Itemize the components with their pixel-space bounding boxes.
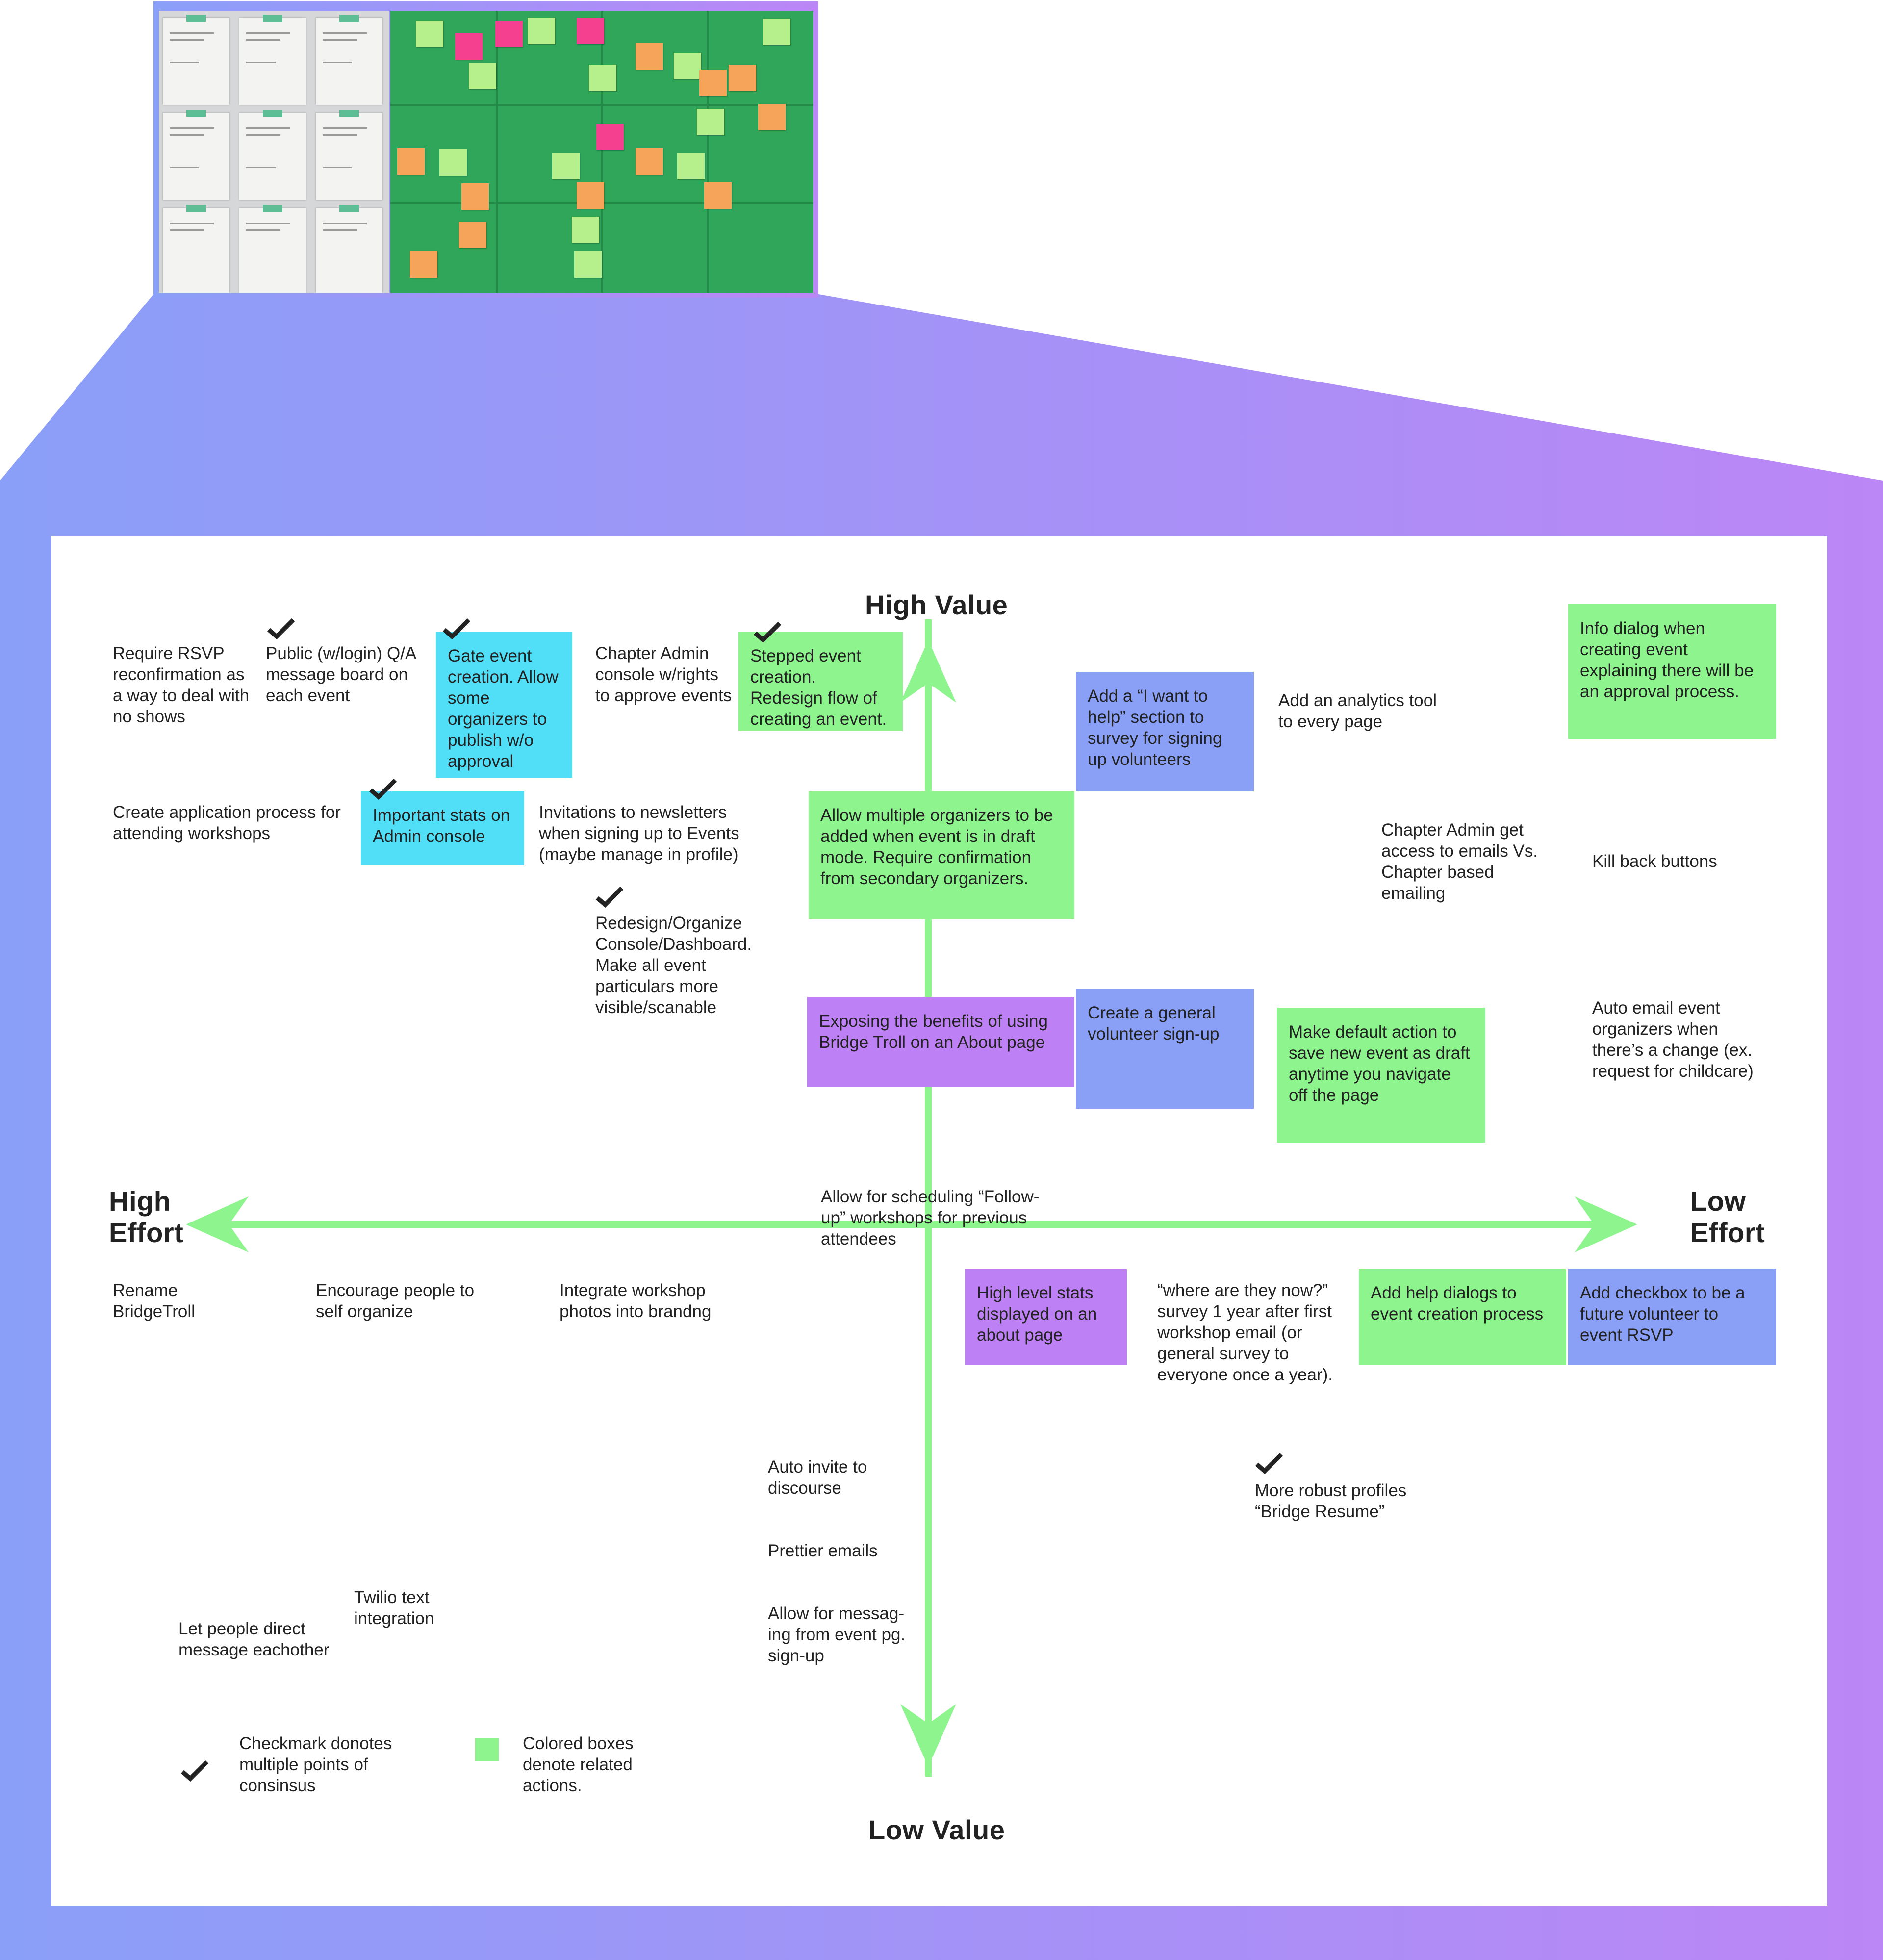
paper-sheet — [239, 15, 306, 105]
horizontal-axis-line — [203, 1221, 1620, 1228]
legend-checkmark-text: Checkmark donotes multiple points of con… — [239, 1734, 392, 1795]
note-auto-email-organizers: Auto email event organizers when there’s… — [1592, 998, 1754, 1081]
sticky-note — [410, 251, 437, 278]
sticky-note — [636, 148, 663, 175]
axis-label-high-effort: High Effort — [109, 1186, 184, 1248]
note-exposing-benefits: Exposing the benefits of using Bridge Tr… — [807, 997, 1074, 1087]
note-direct-message: Let people direct message eachother — [178, 1619, 330, 1659]
sticky-note — [397, 148, 425, 175]
note-follow-up-workshops: Allow for scheduling “Follow-up” worksho… — [821, 1187, 1040, 1248]
sticky-note — [758, 104, 786, 130]
sticky-note — [528, 18, 555, 44]
sticky-note — [439, 149, 467, 176]
workshop-photo — [153, 1, 818, 298]
sticky-note — [495, 21, 523, 47]
arrow-up-icon — [900, 640, 956, 703]
note-gate-event-creation: Gate event creation. Allow some organize… — [436, 632, 572, 778]
legend-colored-text: Colored boxes denote related actions. — [523, 1734, 634, 1795]
checkmark-icon — [267, 618, 295, 640]
arrow-right-icon — [1575, 1196, 1637, 1252]
note-high-level-stats: High level stats displayed on an about p… — [965, 1269, 1127, 1365]
note-event-page-messaging: Allow for messag-ing from event pg. sign… — [768, 1604, 906, 1665]
axis-label-low-effort: Low Effort — [1690, 1186, 1765, 1248]
prioritization-matrix: High Value Low Value High Effort Low Eff… — [51, 536, 1827, 1906]
sticky-note — [674, 53, 701, 79]
note-future-volunteer-checkbox: Add checkbox to be a future volunteer to… — [1568, 1269, 1776, 1365]
note-chapter-admin-console: Chapter Admin console w/rights to approv… — [595, 644, 732, 705]
note-rename-bridgetroll: Rename BridgeTroll — [113, 1281, 195, 1321]
sticky-note — [416, 21, 443, 47]
note-stepped-event-creation: Stepped event creation. Redesign flow of… — [738, 632, 903, 731]
note-general-volunteer-signup: Create a general volunteer sign-up — [1076, 989, 1254, 1109]
note-info-dialog: Info dialog when creating event explaini… — [1568, 604, 1776, 739]
note-default-save-draft: Make default action to save new event as… — [1277, 1008, 1485, 1143]
sticky-note — [699, 70, 727, 96]
note-prettier-emails: Prettier emails — [768, 1541, 878, 1560]
note-important-stats: Important stats on Admin console — [361, 791, 524, 865]
paper-sheet — [163, 110, 229, 200]
note-analytics-tool: Add an analytics tool to every page — [1278, 691, 1437, 731]
sticky-note — [677, 153, 705, 179]
paper-sheet — [316, 110, 382, 200]
sticky-note — [459, 222, 486, 248]
sticky-note — [763, 19, 790, 45]
photo-wall-of-papers — [159, 11, 389, 293]
sticky-note — [552, 153, 580, 179]
photo-sticky-note-board — [390, 11, 813, 293]
paper-sheet — [316, 205, 382, 293]
sticky-note — [729, 65, 756, 91]
note-redesign-console: Redesign/Organize Console/Dashboard. Mak… — [595, 914, 752, 1017]
arrow-left-icon — [186, 1196, 249, 1252]
checkmark-icon — [596, 886, 624, 908]
note-self-organize: Encourage people to self organize — [316, 1281, 475, 1321]
note-help-dialogs: Add help dialogs to event creation proce… — [1359, 1269, 1566, 1365]
note-multiple-organizers: Allow multiple organizers to be added wh… — [809, 791, 1074, 919]
axis-label-high-value: High Value — [865, 589, 1008, 620]
sticky-note — [455, 33, 483, 60]
paper-sheet — [239, 110, 306, 200]
note-integrate-photos: Integrate workshop photos into brandng — [560, 1281, 712, 1321]
paper-sheet — [163, 15, 229, 105]
sticky-note — [572, 217, 599, 243]
note-public-qa-board: Public (w/login) Q/A message board on ea… — [266, 644, 416, 705]
sticky-note — [704, 182, 732, 209]
paper-sheet — [316, 15, 382, 105]
sticky-note — [596, 124, 624, 150]
note-kill-back-buttons: Kill back buttons — [1592, 852, 1717, 871]
sticky-note — [469, 63, 496, 89]
checkmark-icon — [1255, 1452, 1283, 1475]
checkmark-icon — [369, 778, 397, 800]
sticky-note — [577, 18, 604, 44]
note-chapter-admin-emails: Chapter Admin get access to emails Vs. C… — [1381, 820, 1538, 903]
sticky-note — [697, 109, 724, 135]
sticky-note — [574, 251, 602, 278]
note-auto-invite-discourse: Auto invite to discourse — [768, 1457, 867, 1498]
note-application-process: Create application process for attending… — [113, 803, 341, 843]
note-robust-profiles: More robust profiles “Bridge Resume” — [1255, 1481, 1407, 1521]
checkmark-icon — [443, 618, 471, 640]
arrow-down-icon — [900, 1704, 956, 1767]
note-invitations-newsletters: Invitations to newsletters when signing … — [539, 803, 739, 864]
axis-label-low-value: Low Value — [868, 1814, 1005, 1845]
sticky-note — [636, 43, 663, 70]
sticky-note — [589, 65, 616, 91]
sticky-note — [577, 182, 604, 209]
note-require-rsvp: Require RSVP reconfirmation as a way to … — [113, 644, 250, 726]
note-twilio-integration: Twilio text integration — [354, 1588, 434, 1628]
note-where-are-they-now: “where are they now?” survey 1 year afte… — [1157, 1281, 1333, 1384]
paper-sheet — [163, 205, 229, 293]
legend-color-swatch — [475, 1738, 499, 1761]
sticky-note — [461, 183, 489, 210]
legend-checkmark-icon — [181, 1760, 209, 1782]
note-i-want-to-help: Add a “I want to help” section to survey… — [1076, 672, 1254, 791]
checkmark-icon — [754, 621, 782, 643]
paper-sheet — [239, 205, 306, 293]
